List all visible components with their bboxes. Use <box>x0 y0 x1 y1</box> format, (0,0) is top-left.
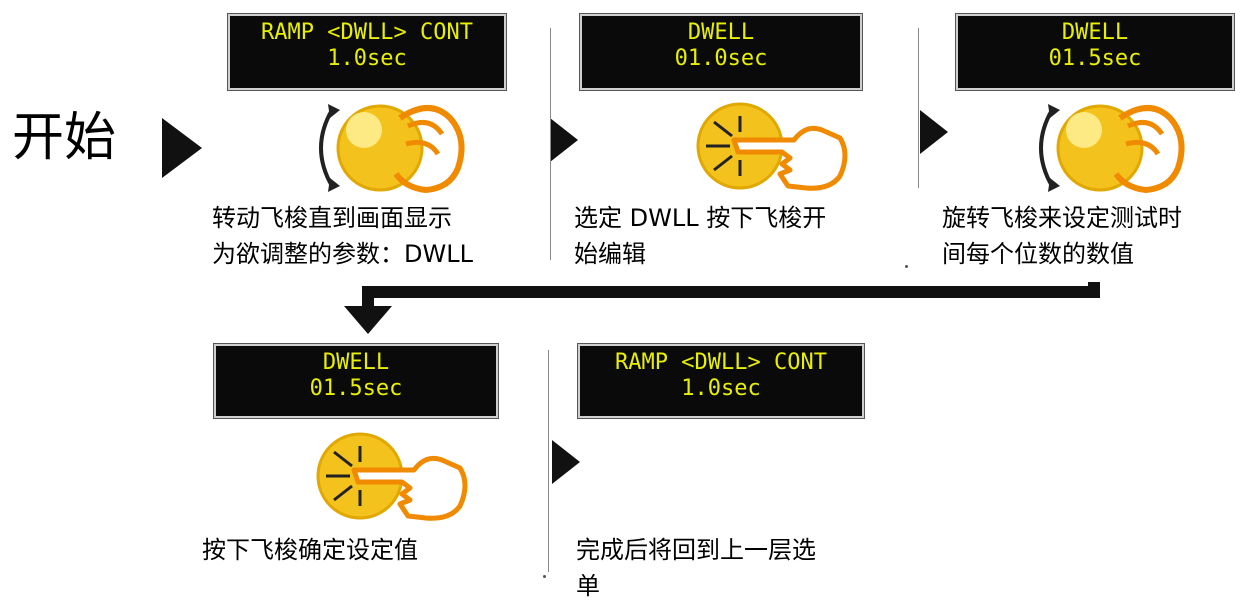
lcd-line-2: 01.5sec <box>309 376 403 401</box>
lcd-line-1: RAMP <DWLL> CONT <box>615 350 827 375</box>
press-knob-icon <box>316 432 468 521</box>
lcd-line-2: 1.0sec <box>681 376 761 401</box>
flow-arrow-icon <box>552 440 580 484</box>
lcd-line-2: 1.0sec <box>327 46 407 71</box>
caption-step-1: 转动飞梭直到画面显示 为欲调整的参数：DWLL <box>212 200 542 272</box>
lcd-display-step-1: RAMP <DWLL> CONT 1.0sec <box>228 14 506 90</box>
flow-arrow-icon <box>920 110 948 154</box>
lcd-line-1: DWELL <box>322 350 390 375</box>
lcd-display-step-5: RAMP <DWLL> CONT 1.0sec <box>578 344 864 418</box>
caption-line-2: 间每个位数的数值 <box>942 240 1134 268</box>
caption-step-3: 旋转飞梭来设定测试时 间每个位数的数值 <box>942 200 1232 272</box>
decor-dot <box>905 265 908 268</box>
caption-line-1: 完成后将回到上一层选 <box>576 536 816 564</box>
step-divider <box>548 350 549 572</box>
step-divider <box>918 28 919 188</box>
flow-arrow-icon <box>162 118 202 178</box>
lcd-display-step-2: DWELL 01.0sec <box>580 14 862 90</box>
flow-arrow-icon <box>344 306 392 334</box>
caption-line-2: 为欲调整的参数：DWLL <box>212 240 473 268</box>
lcd-line-2: 01.0sec <box>674 46 768 71</box>
caption-step-4: 按下飞梭确定设定值 <box>202 532 522 568</box>
lcd-display-step-3: DWELL 01.5sec <box>956 14 1234 90</box>
decor-dot <box>543 575 546 578</box>
caption-line-1: 转动飞梭直到画面显示 <box>212 204 452 232</box>
lcd-line-1: RAMP <DWLL> CONT <box>261 20 473 45</box>
rotate-knob-icon <box>1039 104 1185 193</box>
flow-line-horizontal <box>362 286 1100 298</box>
lcd-line-1: DWELL <box>687 20 755 45</box>
step-divider <box>550 28 551 260</box>
caption-line-1: 旋转飞梭来设定测试时 <box>942 204 1182 232</box>
lcd-line-1: DWELL <box>1061 20 1129 45</box>
lcd-display-step-4: DWELL 01.5sec <box>214 344 498 418</box>
caption-line-1: 按下飞梭确定设定值 <box>202 536 418 564</box>
caption-line-2: 始编辑 <box>574 240 646 268</box>
caption-line-2: 单 <box>576 572 600 600</box>
press-knob-icon <box>696 102 848 191</box>
lcd-line-2: 01.5sec <box>1048 46 1142 71</box>
caption-step-5: 完成后将回到上一层选 单 <box>576 532 886 604</box>
caption-step-2: 选定 DWLL 按下飞梭开 始编辑 <box>574 200 894 272</box>
flow-arrow-icon <box>550 118 578 162</box>
caption-line-1: 选定 DWLL 按下飞梭开 <box>574 204 827 232</box>
rotate-knob-icon <box>319 104 465 193</box>
start-label: 开始 <box>12 108 117 168</box>
